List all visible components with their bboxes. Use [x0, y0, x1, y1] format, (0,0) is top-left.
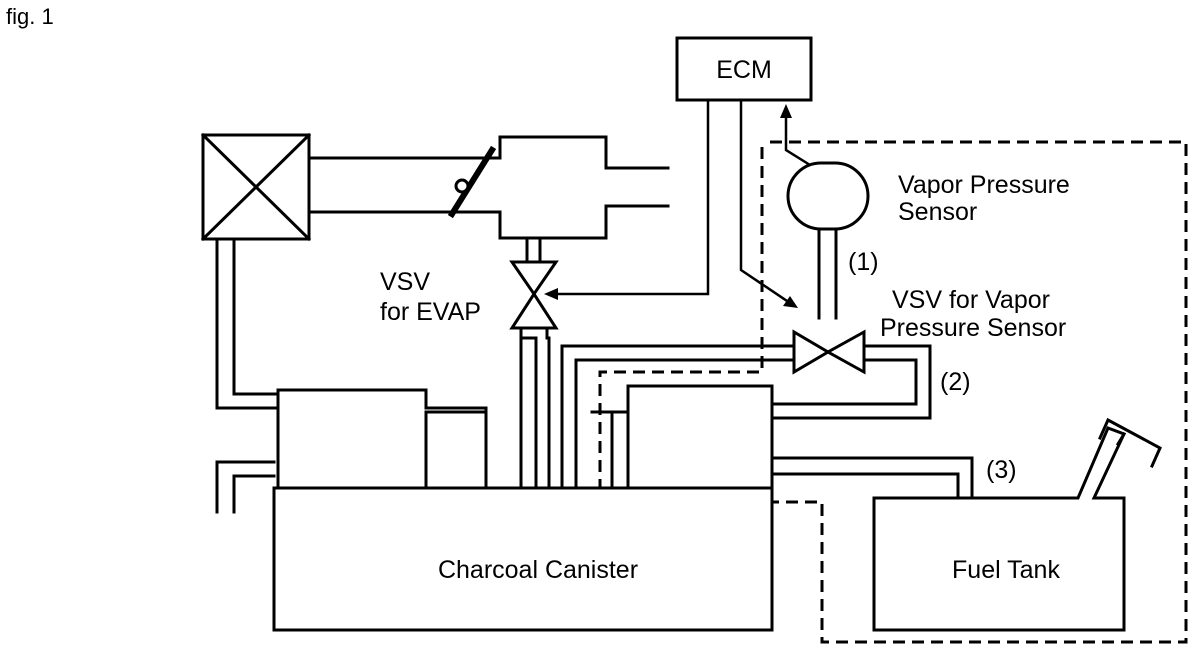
charcoal-canister-label: Charcoal Canister	[438, 556, 638, 584]
port-2-label: (2)	[940, 368, 971, 396]
canister-outer-pipe	[215, 460, 276, 514]
vsv-vapor-port-2-pipe	[770, 344, 932, 420]
fuel-tank-label: Fuel Tank	[952, 556, 1060, 584]
fuel-tank: Fuel Tank	[872, 417, 1162, 632]
intake-duct	[307, 156, 502, 214]
vsv-evap-label-line1: VSV	[380, 268, 430, 296]
air-cleaner	[200, 132, 312, 242]
canister-air-hose	[215, 237, 280, 410]
vsv-vapor-label-line2: Pressure Sensor	[880, 314, 1066, 342]
port-1-label: (1)	[848, 248, 879, 276]
vsv-vapor-to-canister-pipe	[560, 344, 796, 492]
ecm-to-vsv-evap-wire	[544, 98, 710, 300]
vsv-vapor-label-line1: VSV for Vapor	[892, 286, 1050, 314]
figure-label: fig. 1	[6, 4, 54, 29]
sensor-to-ecm-wire	[780, 104, 820, 172]
throttle-body	[447, 135, 670, 240]
ecm-box: ECM	[675, 36, 813, 102]
vapor-sensor-label-line1: Vapor Pressure	[898, 171, 1070, 199]
ecm-to-vsv-vapor-wire	[739, 98, 798, 308]
ecm-label: ECM	[716, 56, 772, 84]
vsv-evap-valve	[509, 236, 559, 492]
tank-vapor-pipe	[770, 456, 974, 500]
vapor-pressure-sensor	[786, 161, 870, 320]
vsv-vapor-valve	[792, 329, 866, 375]
vapor-sensor-label-line2: Sensor	[898, 198, 977, 226]
vsv-evap-label-line2: for EVAP	[380, 298, 481, 326]
port-3-label: (3)	[986, 456, 1017, 484]
charcoal-canister: Charcoal Canister	[272, 384, 774, 632]
